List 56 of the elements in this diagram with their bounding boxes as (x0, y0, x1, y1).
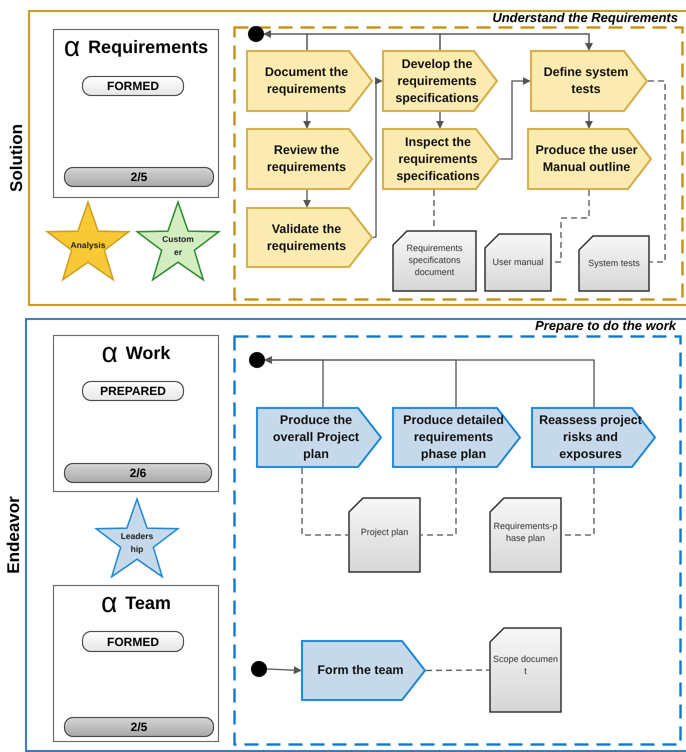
arrow (439, 33, 593, 51)
arrow (585, 112, 593, 129)
document-shape: User manual (484, 233, 552, 292)
progress-bar: 2/5 (64, 717, 214, 737)
alpha-symbol: α (64, 31, 80, 62)
activity-step: Produce the overall Project plan (256, 407, 382, 468)
document-shape: Project plan (348, 497, 421, 573)
progress-bar: 2/6 (64, 463, 212, 483)
arrow (500, 77, 531, 160)
dashed-connector (426, 669, 489, 672)
arrow (436, 112, 444, 129)
alpha-card (53, 29, 219, 198)
activity-step: Produce the user Manual outline (527, 128, 652, 190)
card-title: Team (125, 593, 171, 613)
region-title: Prepare to do the work (535, 318, 676, 333)
alpha-card (53, 335, 219, 492)
activity-step: Reassess project risks and exposures (531, 407, 656, 468)
lane-title: Endeavor (4, 496, 24, 574)
state-pill: FORMED (82, 631, 184, 652)
activity-space (233, 10, 684, 301)
arrow (266, 666, 302, 674)
activity-step: Inspect the requirements specifications (382, 128, 500, 190)
start-dot (249, 352, 265, 368)
progress-bar: 2/5 (64, 167, 214, 187)
state-pill: PREPARED (82, 381, 184, 401)
document-shape: Scope document (489, 627, 562, 713)
activity-step: Develop the requirements specifications (382, 50, 498, 112)
activity-step: Form the team (301, 640, 426, 701)
start-dot (248, 26, 264, 42)
dashed-connector (562, 468, 595, 536)
document-shape: System tests (578, 235, 650, 292)
card-title: Requirements (88, 37, 208, 57)
alpha-symbol: α (101, 587, 118, 618)
arrow (303, 190, 311, 208)
activity-step: Validate the requirements (246, 207, 373, 268)
dashed-connector (301, 468, 348, 536)
dashed-connector (421, 468, 457, 536)
arrow (372, 77, 383, 238)
activity-space (233, 318, 682, 746)
document-shape: Requirements specificatons document (392, 230, 477, 292)
start-dot (251, 661, 267, 677)
dashed-connector (648, 80, 666, 263)
state-pill: FORMED (82, 76, 184, 96)
activity-step: Produce detailed requirements phase plan (392, 407, 521, 468)
activity-step: Document the requirements (246, 50, 373, 112)
alpha-symbol: α (102, 337, 118, 368)
card-title: Work (126, 343, 170, 363)
document-shape: Requirements-phase plan (489, 497, 562, 573)
activity-step: Define system tests (530, 50, 648, 112)
alpha-card (53, 585, 219, 742)
region-title: Understand the Requirements (492, 10, 678, 25)
dashed-connector (552, 190, 590, 263)
arrow (303, 112, 311, 129)
arrow (264, 356, 595, 407)
activity-step: Review the requirements (246, 128, 373, 190)
lane-title: Solution (6, 124, 26, 192)
